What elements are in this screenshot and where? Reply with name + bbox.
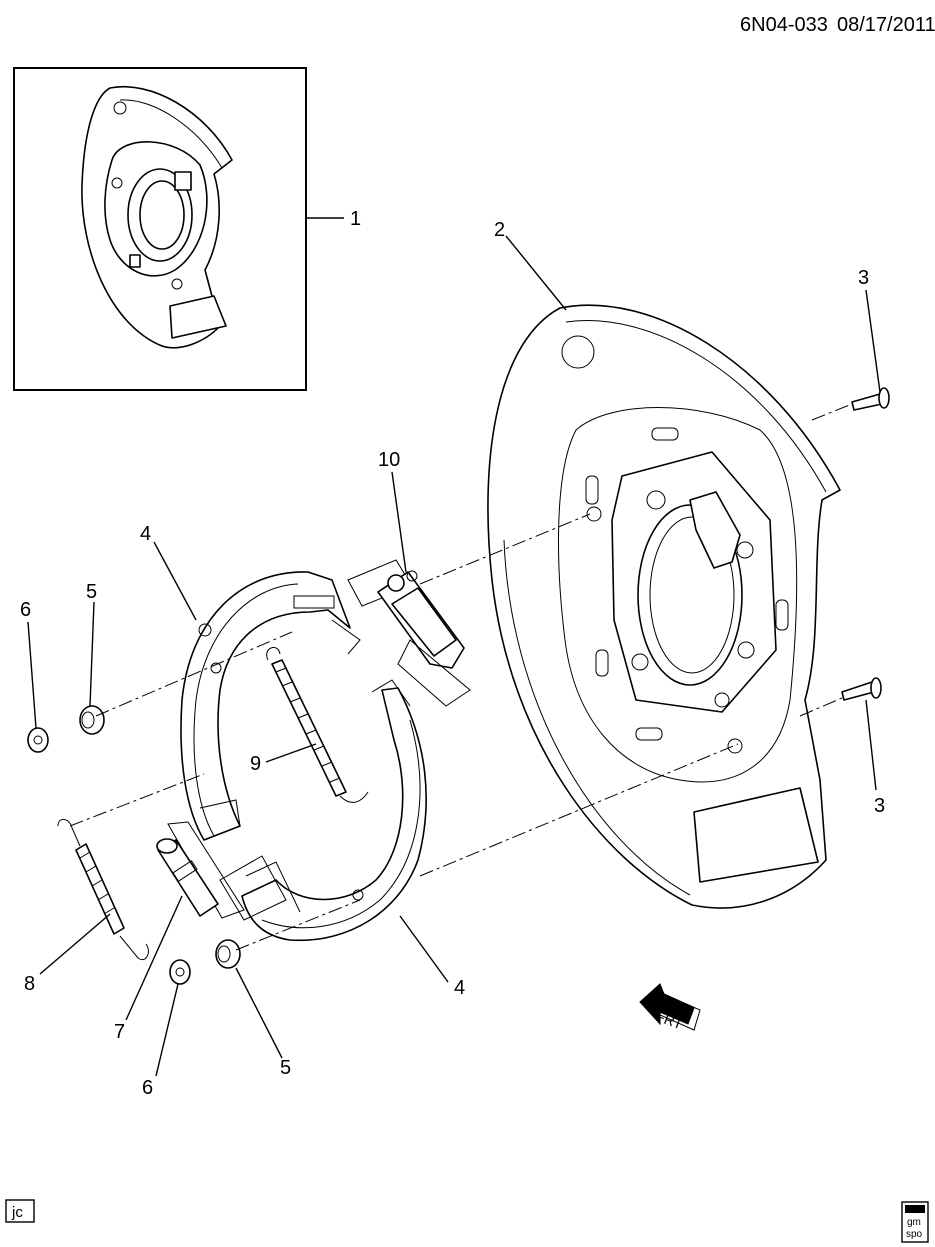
callout-1: 1 bbox=[350, 208, 361, 230]
callout-3-lower: 3 bbox=[874, 795, 885, 817]
callout-9: 9 bbox=[250, 753, 261, 775]
leader-lines bbox=[27, 217, 881, 1077]
callout-4-upper: 4 bbox=[140, 523, 151, 545]
callout-numbers: 1 2 3 3 4 4 5 5 6 6 7 8 9 10 bbox=[20, 208, 885, 1099]
lower-return-spring bbox=[57, 819, 149, 960]
diagram-code: 6N04-033 bbox=[740, 14, 828, 36]
callout-6-upper: 6 bbox=[20, 599, 31, 621]
brake-shoe-upper bbox=[180, 571, 361, 841]
callout-5-upper: 5 bbox=[86, 581, 97, 603]
badge-line-2: spo bbox=[906, 1229, 923, 1240]
backing-plate bbox=[487, 304, 841, 909]
diagram-date: 08/17/2011 bbox=[837, 14, 935, 36]
callout-5-lower: 5 bbox=[280, 1057, 291, 1079]
washer-upper bbox=[27, 727, 49, 753]
bolt-lower bbox=[841, 677, 882, 701]
callout-4-lower: 4 bbox=[454, 977, 465, 999]
initials-text: jc bbox=[11, 1204, 23, 1221]
callout-10: 10 bbox=[378, 449, 400, 471]
washer-lower bbox=[169, 959, 191, 985]
bolt-upper bbox=[851, 387, 890, 411]
brake-shoe-lower bbox=[219, 679, 427, 942]
callout-8: 8 bbox=[24, 973, 35, 995]
actuator-assembly bbox=[347, 559, 471, 707]
spring-cup-lower bbox=[215, 939, 241, 969]
callout-3-upper: 3 bbox=[858, 267, 869, 289]
footer-initials: jc bbox=[5, 1199, 35, 1223]
callout-7: 7 bbox=[114, 1021, 125, 1043]
badge-line-1: gm bbox=[907, 1217, 921, 1228]
spring-cup-upper bbox=[79, 705, 105, 735]
adjuster-assembly bbox=[156, 821, 245, 919]
front-direction-arrow: FRT bbox=[639, 983, 701, 1032]
callout-2: 2 bbox=[494, 219, 505, 241]
assembly-lines bbox=[69, 403, 853, 951]
assembly-inset bbox=[13, 67, 307, 391]
upper-return-spring bbox=[266, 646, 369, 803]
callout-6-lower: 6 bbox=[142, 1077, 153, 1099]
gm-spo-badge: gm spo bbox=[901, 1201, 929, 1243]
